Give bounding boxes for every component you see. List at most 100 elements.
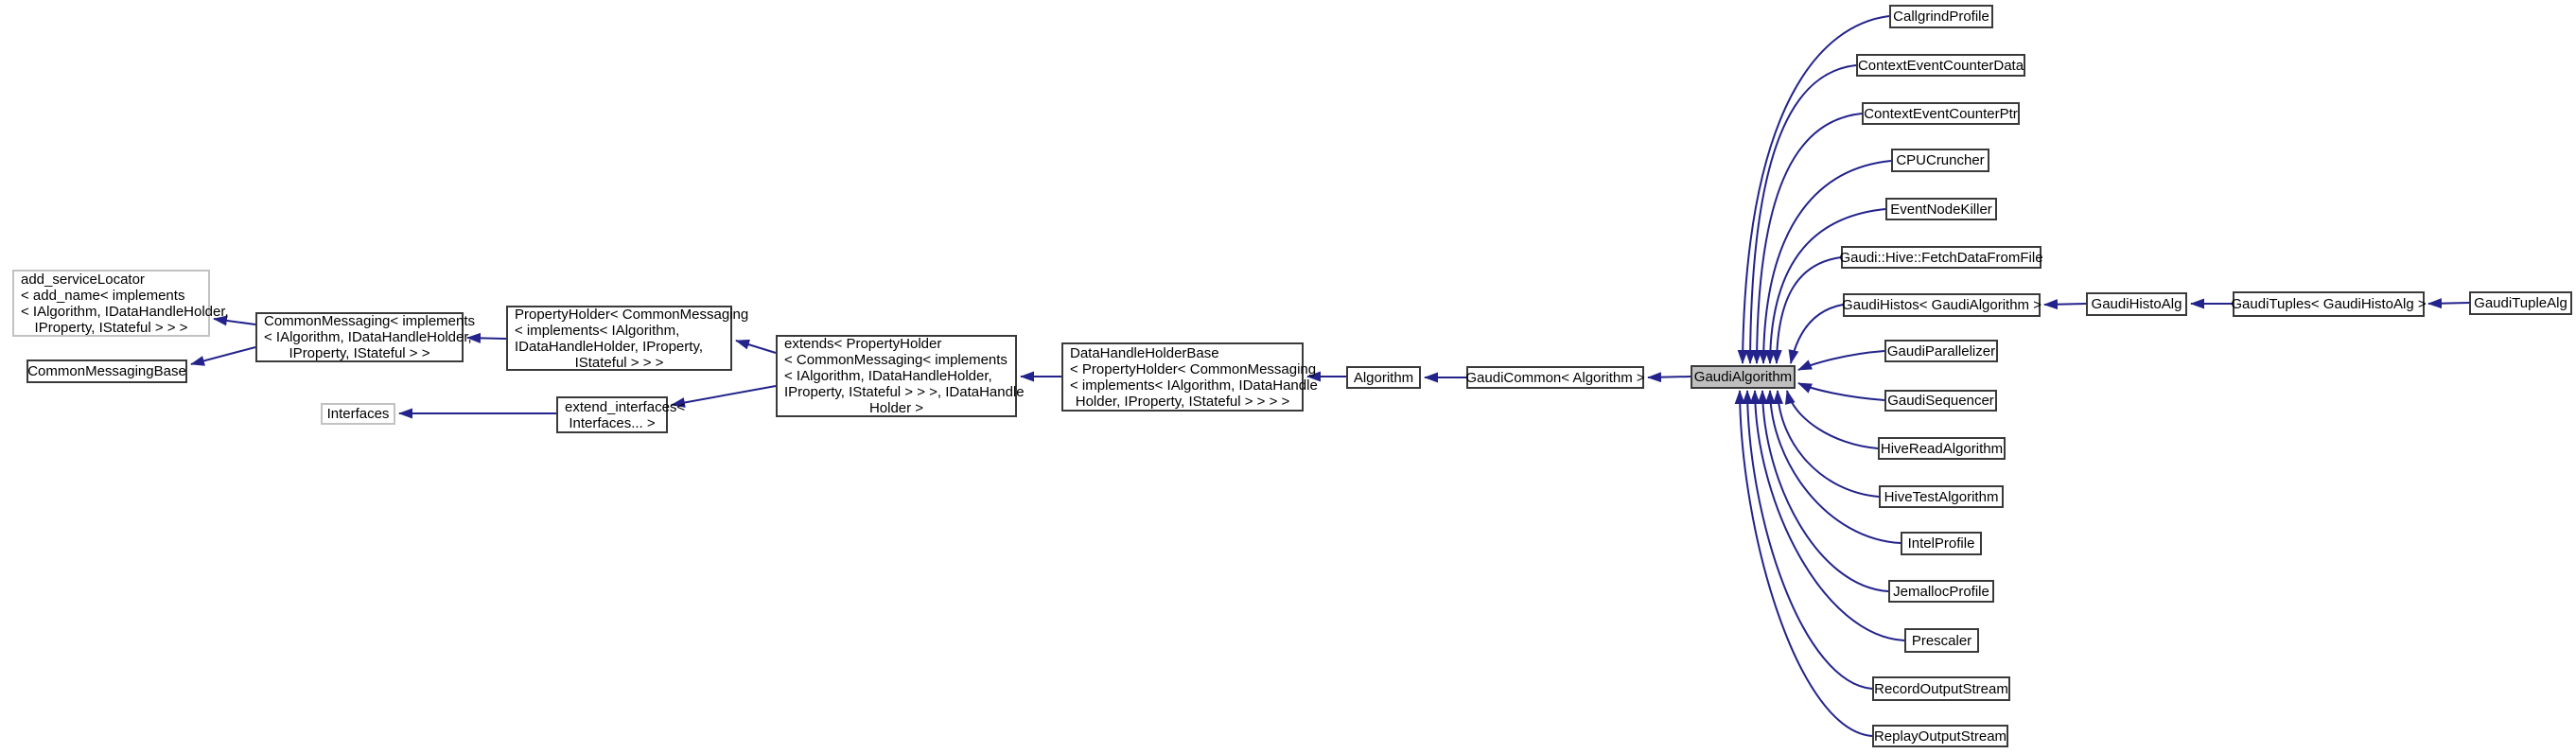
node-label: CallgrindProfile bbox=[1893, 9, 1989, 25]
node-label-line: < IAlgorithm, IDataHandleHolder, bbox=[784, 368, 992, 384]
node-extend-interfaces[interactable]: extend_interfaces< Interfaces... > bbox=[556, 396, 686, 433]
edge-commonmessaging-to-addservicelocator bbox=[213, 315, 256, 326]
edge-fetchdatafromfile bbox=[1771, 256, 1842, 364]
edge-gaudihistoalg-to-gaudihistos bbox=[2043, 299, 2087, 310]
node-hivereadalgorithm[interactable]: HiveReadAlgorithm bbox=[1878, 437, 2006, 460]
edge-extends-to-extendinterfaces bbox=[671, 385, 777, 408]
node-label: GaudiHistos< GaudiAlgorithm > bbox=[1842, 297, 2042, 313]
node-gaudituples[interactable]: GaudiTuples< GaudiHistoAlg > bbox=[2231, 291, 2427, 317]
node-label: ContextEventCounterData bbox=[1857, 57, 2024, 74]
edge-jemallocprofile bbox=[1757, 390, 1889, 592]
node-label: Prescaler bbox=[1911, 632, 1972, 649]
node-gaudisequencer[interactable]: GaudiSequencer bbox=[1884, 390, 1997, 412]
node-label-line: PropertyHolder< CommonMessaging bbox=[515, 306, 749, 323]
node-gaudihistoalg[interactable]: GaudiHistoAlg bbox=[2086, 292, 2187, 316]
node-label-line: extends< PropertyHolder bbox=[784, 336, 942, 352]
node-fetchdatafromfile[interactable]: Gaudi::Hive::FetchDataFromFile bbox=[1839, 246, 2043, 269]
node-gaudituplealg[interactable]: GaudiTupleAlg bbox=[2469, 291, 2572, 315]
node-label: ReplayOutputStream bbox=[1873, 728, 2007, 745]
node-callgrindprofile[interactable]: CallgrindProfile bbox=[1889, 5, 1993, 28]
node-label: EventNodeKiller bbox=[1890, 201, 1992, 218]
node-contexteventcounterptr[interactable]: ContextEventCounterPtr bbox=[1862, 102, 2020, 125]
node-commonmessaging[interactable]: CommonMessaging< implements < IAlgorithm… bbox=[255, 312, 476, 362]
node-cpucruncher[interactable]: CPUCruncher bbox=[1891, 149, 1989, 172]
node-label-line: < IAlgorithm, IDataHandleHolder, bbox=[21, 303, 229, 320]
node-algorithm[interactable]: Algorithm bbox=[1346, 366, 1421, 389]
node-label: HiveTestAlgorithm bbox=[1884, 488, 1999, 505]
node-label-line: DataHandleHolderBase bbox=[1070, 344, 1219, 361]
edge-callgrindprofile bbox=[1737, 15, 1890, 364]
node-label-line: < IAlgorithm, IDataHandleHolder, bbox=[264, 329, 472, 345]
edge-replayoutputstream bbox=[1734, 390, 1873, 737]
node-label: Algorithm bbox=[1353, 369, 1414, 386]
node-label: ContextEventCounterPtr bbox=[1864, 105, 2018, 122]
edge-hivetestalgorithm bbox=[1773, 390, 1880, 498]
node-label-line: add_serviceLocator bbox=[21, 271, 145, 288]
node-gaudiparallelizer[interactable]: GaudiParallelizer bbox=[1884, 340, 1998, 362]
node-label-line: < PropertyHolder< CommonMessaging bbox=[1070, 360, 1317, 377]
node-label-line: IStateful > > > bbox=[574, 354, 664, 371]
node-contexteventcounterdata[interactable]: ContextEventCounterData bbox=[1856, 54, 2025, 77]
node-label: JemallocProfile bbox=[1893, 583, 1989, 600]
node-label: Interfaces bbox=[326, 406, 390, 422]
node-propertyholder[interactable]: PropertyHolder< CommonMessaging < implem… bbox=[506, 306, 749, 371]
edge-hivereadalgorithm bbox=[1784, 390, 1879, 449]
edge-eventnodekiller bbox=[1764, 208, 1886, 364]
edge-gaudiparallelizer bbox=[1797, 350, 1885, 371]
node-add-servicelocator[interactable]: add_serviceLocator < add_name< implement… bbox=[12, 270, 229, 337]
node-label: HiveReadAlgorithm bbox=[1880, 440, 2004, 457]
node-label-line: < implements< IAlgorithm, IDataHandle bbox=[1070, 377, 1318, 394]
node-label-line: Holder > bbox=[868, 400, 924, 416]
node-label: GaudiHistoAlg bbox=[2091, 296, 2182, 312]
node-extends-propertyholder[interactable]: extends< PropertyHolder < CommonMessagin… bbox=[776, 335, 1025, 417]
node-label-line: < implements< IAlgorithm, bbox=[515, 322, 680, 339]
node-datahandleholderbase[interactable]: DataHandleHolderBase < PropertyHolder< C… bbox=[1061, 342, 1318, 412]
edge-prescaler bbox=[1749, 390, 1905, 641]
edge-gaudituplealg-to-gaudituples bbox=[2427, 298, 2470, 309]
edge-commonmessaging-to-commonmessagingbase bbox=[190, 346, 256, 366]
node-label-line: Interfaces... > bbox=[569, 414, 656, 431]
node-label: RecordOutputStream bbox=[1874, 680, 2008, 697]
node-label-line: CommonMessaging< implements bbox=[264, 313, 476, 329]
edge-intelprofile bbox=[1764, 390, 1901, 544]
node-label-line: IProperty, IStateful > > > bbox=[34, 319, 188, 336]
edge-extends-to-propertyholder bbox=[735, 339, 777, 354]
node-label: CommonMessagingBase bbox=[27, 363, 186, 379]
node-label-line: IProperty, IStateful > > bbox=[289, 345, 430, 361]
node-label: GaudiParallelizer bbox=[1886, 342, 1996, 359]
edge-gaudisequencer bbox=[1797, 382, 1885, 401]
edge-contexteventcounterptr bbox=[1751, 113, 1863, 364]
node-label: GaudiCommon< Algorithm > bbox=[1465, 369, 1645, 386]
node-label-line: < add_name< implements bbox=[21, 287, 185, 304]
node-hivetestalgorithm[interactable]: HiveTestAlgorithm bbox=[1879, 485, 2004, 508]
node-interfaces[interactable]: Interfaces bbox=[321, 403, 395, 425]
node-gaudicommon[interactable]: GaudiCommon< Algorithm > bbox=[1465, 366, 1645, 389]
node-intelprofile[interactable]: IntelProfile bbox=[1901, 532, 1982, 555]
node-label: IntelProfile bbox=[1907, 535, 1975, 552]
node-commonmessagingbase[interactable]: CommonMessagingBase bbox=[26, 359, 187, 383]
edge-propertyholder-to-commonmessaging bbox=[466, 332, 507, 343]
node-label: GaudiTupleAlg bbox=[2474, 295, 2567, 311]
node-eventnodekiller[interactable]: EventNodeKiller bbox=[1885, 198, 1997, 220]
node-gaudihistos[interactable]: GaudiHistos< GaudiAlgorithm > bbox=[1842, 293, 2042, 317]
node-gaudialgorithm[interactable]: GaudiAlgorithm bbox=[1691, 365, 1796, 389]
node-label: CPUCruncher bbox=[1896, 152, 1985, 168]
node-label-line: IDataHandleHolder, IProperty, bbox=[515, 338, 703, 355]
node-label-line: Holder, IProperty, IStateful > > > > bbox=[1075, 393, 1290, 410]
edge-cpucruncher bbox=[1758, 160, 1892, 364]
node-label: GaudiSequencer bbox=[1887, 393, 1994, 409]
node-label-line: IProperty, IStateful > > >, IDataHandle bbox=[784, 384, 1025, 400]
edge-contexteventcounterdata bbox=[1744, 64, 1857, 364]
node-jemallocprofile[interactable]: JemallocProfile bbox=[1888, 580, 1994, 603]
node-label-line: < CommonMessaging< implements bbox=[784, 352, 1008, 368]
node-replayoutputstream[interactable]: ReplayOutputStream bbox=[1872, 725, 2008, 747]
node-label-line: extend_interfaces< bbox=[565, 398, 686, 415]
node-prescaler[interactable]: Prescaler bbox=[1904, 628, 1979, 653]
node-recordoutputstream[interactable]: RecordOutputStream bbox=[1872, 676, 2010, 701]
node-label: GaudiAlgorithm bbox=[1693, 369, 1793, 385]
node-label: Gaudi::Hive::FetchDataFromFile bbox=[1839, 249, 2043, 266]
node-label: GaudiTuples< GaudiHistoAlg > bbox=[2231, 296, 2427, 312]
edge-recordoutputstream bbox=[1742, 390, 1873, 690]
